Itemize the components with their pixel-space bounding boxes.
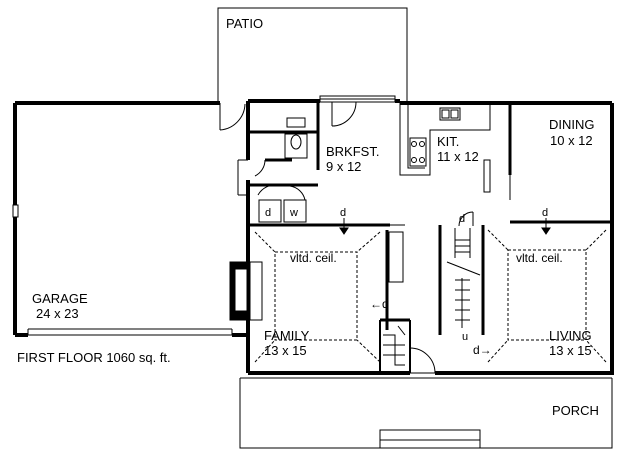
breakfast-slider bbox=[319, 95, 396, 127]
living-size: 13 x 15 bbox=[549, 343, 592, 358]
kitchen-counters bbox=[399, 103, 491, 193]
dining-size: 10 x 12 bbox=[550, 133, 593, 148]
closet-stairs bbox=[383, 325, 406, 366]
family-down-label: d bbox=[340, 207, 346, 219]
kitchen-name: KIT. bbox=[437, 134, 459, 149]
family-size: 13 x 15 bbox=[264, 343, 307, 358]
family-name: FAMILY bbox=[264, 328, 310, 343]
dryer-label: d bbox=[265, 207, 271, 219]
floor-caption: FIRST FLOOR 1060 sq. ft. bbox=[17, 350, 171, 365]
kitchen-size: 11 x 12 bbox=[437, 149, 479, 164]
stair-up-label: u bbox=[462, 331, 468, 343]
dining-name: DINING bbox=[549, 117, 595, 132]
porch-label: PORCH bbox=[552, 403, 599, 418]
powder-room bbox=[248, 103, 320, 177]
breakfast-name: BRKFST. bbox=[326, 144, 379, 159]
family-left-down-label: ←d bbox=[370, 297, 389, 311]
living-right-down-label: d→ bbox=[473, 343, 492, 357]
patio-outline bbox=[217, 7, 408, 103]
living-name: LIVING bbox=[549, 328, 592, 343]
breakfast-size: 9 x 12 bbox=[326, 159, 361, 174]
garage-patio-door bbox=[219, 103, 246, 131]
down-arrows bbox=[339, 218, 551, 235]
garage-walls bbox=[13, 101, 250, 337]
dining-down-label: d bbox=[542, 207, 548, 219]
house-exterior-walls bbox=[246, 99, 614, 375]
garage-door bbox=[12, 204, 233, 336]
garage-size: 24 x 23 bbox=[36, 306, 79, 321]
staircase bbox=[438, 211, 485, 335]
family-ceiling: vltd. ceil. bbox=[290, 251, 337, 265]
washer-label: w bbox=[289, 207, 298, 219]
living-vaulted-ceiling bbox=[487, 229, 607, 363]
family-vaulted-ceiling bbox=[254, 231, 381, 363]
entry-door bbox=[409, 347, 436, 374]
stair-down-label: d bbox=[459, 213, 465, 225]
garage-name: GARAGE bbox=[32, 291, 88, 306]
dining-walls bbox=[508, 103, 612, 224]
fireplace bbox=[229, 261, 263, 321]
porch-outline bbox=[239, 377, 613, 449]
living-ceiling: vltd. ceil. bbox=[516, 251, 563, 265]
patio-label: PATIO bbox=[226, 16, 263, 31]
